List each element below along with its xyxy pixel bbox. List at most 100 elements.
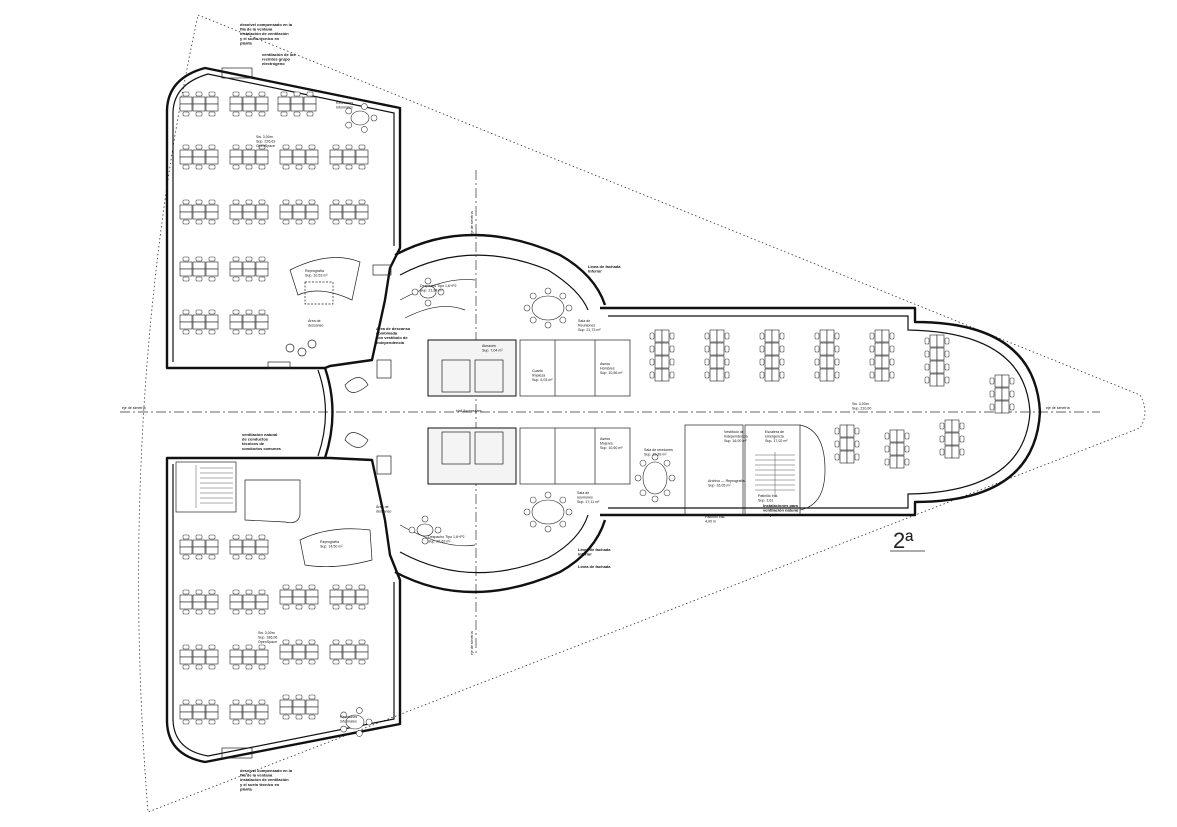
- chair: [959, 435, 965, 443]
- chair: [258, 664, 266, 670]
- desk: [944, 419, 953, 433]
- chair: [308, 144, 316, 150]
- chair: [869, 345, 875, 353]
- desk: [342, 589, 356, 598]
- chair: [421, 537, 429, 545]
- desk: [192, 649, 206, 658]
- desk: [229, 96, 243, 105]
- desk: [255, 594, 269, 603]
- desk: [826, 329, 835, 343]
- desk-cluster: [179, 256, 219, 282]
- chair: [529, 496, 537, 504]
- desk: [292, 699, 306, 708]
- desk: [279, 706, 293, 715]
- desk: [329, 149, 343, 158]
- meeting-table: [634, 453, 676, 503]
- desk: [661, 355, 670, 369]
- chair: [245, 309, 253, 315]
- chair: [195, 719, 203, 725]
- chair: [245, 644, 253, 650]
- chair: [245, 199, 253, 205]
- chair: [195, 329, 203, 335]
- desk: [1001, 374, 1010, 388]
- desk: [229, 204, 243, 213]
- desk: [329, 644, 343, 653]
- desk: [255, 656, 269, 665]
- chair: [208, 534, 216, 540]
- chair: [232, 199, 240, 205]
- desk: [292, 706, 306, 715]
- desk: [229, 546, 243, 555]
- chair: [651, 495, 659, 503]
- chair: [529, 520, 537, 528]
- desk: [279, 204, 293, 213]
- chair: [208, 276, 216, 282]
- desk: [205, 601, 219, 610]
- desk: [896, 455, 905, 469]
- chair: [814, 371, 820, 379]
- axis-label-right: eje de simetría: [1046, 406, 1070, 410]
- chair: [182, 164, 190, 170]
- desk: [229, 704, 243, 713]
- chair: [854, 427, 860, 435]
- chair: [358, 639, 366, 645]
- chair: [340, 725, 347, 733]
- desk: [179, 211, 193, 220]
- desk: [329, 651, 343, 660]
- chair: [195, 589, 203, 595]
- meeting-table: [411, 277, 445, 307]
- desk: [826, 368, 835, 382]
- desk: [819, 355, 828, 369]
- desk: [255, 211, 269, 220]
- chair: [332, 604, 340, 610]
- desk: [192, 656, 206, 665]
- chair: [989, 403, 995, 411]
- desk-cluster: [229, 309, 269, 335]
- chair: [195, 276, 203, 282]
- chair: [282, 164, 290, 170]
- desk: [654, 342, 663, 356]
- desk: [305, 596, 319, 605]
- desk: [192, 314, 206, 323]
- desk: [255, 96, 269, 105]
- desk: [716, 355, 725, 369]
- desk: [255, 711, 269, 720]
- desk: [716, 368, 725, 382]
- central-lobby: [285, 339, 392, 475]
- chair: [258, 554, 266, 560]
- chair: [884, 458, 890, 466]
- room-label-patinillo: Patinillo Inst.Sup. 3,61: [758, 494, 778, 502]
- chair: [649, 332, 655, 340]
- desk: [951, 432, 960, 446]
- desk: [229, 211, 243, 220]
- desk-cluster: [179, 309, 219, 335]
- chair: [208, 111, 216, 117]
- desk-cluster: [229, 589, 269, 615]
- chair: [245, 534, 253, 540]
- chair: [182, 534, 190, 540]
- chair: [182, 91, 190, 97]
- desk-cluster: [279, 584, 319, 610]
- chair: [889, 371, 895, 379]
- chair: [668, 474, 676, 482]
- desk: [889, 429, 898, 443]
- chair: [232, 664, 240, 670]
- chair: [258, 256, 266, 262]
- chair: [1009, 403, 1015, 411]
- desk: [205, 314, 219, 323]
- chair: [258, 589, 266, 595]
- desk-cluster: [329, 584, 369, 610]
- desk: [242, 649, 256, 658]
- chair: [437, 288, 445, 296]
- desk: [242, 261, 256, 270]
- desk: [255, 149, 269, 158]
- chair: [332, 164, 340, 170]
- chair: [651, 453, 659, 461]
- chair: [195, 309, 203, 315]
- chair: [356, 707, 363, 714]
